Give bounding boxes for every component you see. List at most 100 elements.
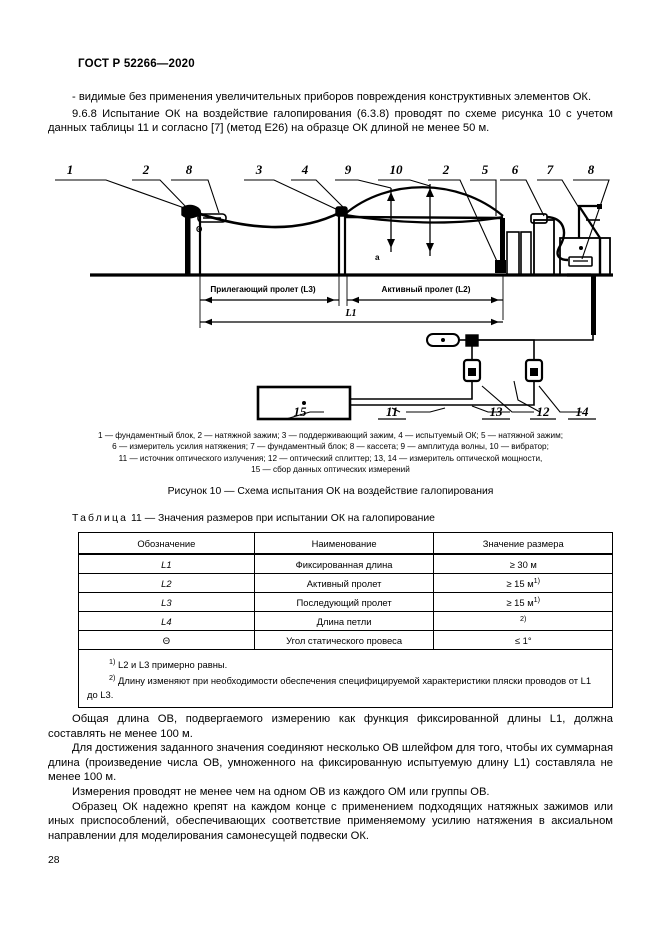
table-title-prefix: Таблица <box>72 513 129 524</box>
callout-numbers-bottom: 15 11 13 12 14 <box>294 404 590 419</box>
cell-name: Активный пролет <box>253 573 435 593</box>
cell-value: ≥ 15 м1) <box>433 592 613 612</box>
table-footnotes-row: 1) L2 и L3 примерно равны. 2) Длину изме… <box>78 649 613 708</box>
span-label-right: Активный пролет (L2) <box>382 285 471 294</box>
cell-name: Угол статического провеса <box>253 630 435 650</box>
callout-number-4: 4 <box>301 162 309 177</box>
equipment-box-b <box>520 231 532 276</box>
legend-line-3: 11 — источник оптического излучения; 12 … <box>118 453 543 463</box>
equipment-box-a <box>506 231 520 276</box>
cell-name: Длина петли <box>253 611 435 631</box>
table-11: Обозначение Наименование Значение размер… <box>78 532 613 708</box>
cell-value: 2) <box>433 611 613 631</box>
legend-line-2: 6 — измеритель усилия натяжения; 7 — фун… <box>112 442 549 452</box>
callout-number-7: 7 <box>547 162 554 177</box>
callout-number-6: 6 <box>512 162 519 177</box>
paragraph-total-fiber-length: Общая длина ОВ, подвергаемого измерению … <box>48 713 613 740</box>
right-tension-clamp <box>530 213 548 224</box>
data-acquisition-dot <box>302 401 306 405</box>
figure-10-diagram: 1 2 8 3 4 9 10 2 5 6 7 8 Θ a <box>48 160 613 425</box>
table-row: Θ Угол статического провеса ≤ 1° <box>78 630 613 650</box>
callout-numbers-top: 1 2 8 3 4 9 10 2 5 6 7 8 <box>67 162 595 177</box>
tension-meter-box <box>533 219 555 276</box>
crane-boom-diagonal <box>578 205 601 239</box>
callout-number-5: 5 <box>482 162 489 177</box>
cell-name: Фиксированная длина <box>253 553 435 574</box>
cell-symbol: L3 <box>78 592 255 612</box>
callout-number-2: 2 <box>142 162 150 177</box>
paragraph-dash-item: - видимые без применения увеличительных … <box>72 91 592 103</box>
callout-number-15: 15 <box>294 404 308 419</box>
span-label-left: Прилегающий пролет (L3) <box>210 285 316 294</box>
callout-number-14: 14 <box>576 404 590 419</box>
cell-symbol: L4 <box>78 611 255 631</box>
cable-wave-chord <box>344 215 504 220</box>
callout-number-8b: 8 <box>588 162 595 177</box>
cell-value: ≥ 15 м1) <box>433 573 613 593</box>
callout-number-1: 1 <box>67 162 74 177</box>
table-row: L1 Фиксированная длина ≥ 30 м <box>78 553 613 574</box>
footnote-2: 2) Длину изменяют при необходимости обес… <box>87 673 592 700</box>
legend-line-4: 15 — сбор данных оптических измерений <box>251 465 410 475</box>
table-title-text: — Значения размеров при испытании ОК на … <box>144 513 435 524</box>
cable-left-span <box>193 210 342 229</box>
table-title-number: 11 <box>131 513 142 524</box>
table-header-name: Наименование <box>253 532 435 555</box>
figure-legend: 1 — фундаментный блок, 2 — натяжной зажи… <box>48 430 613 476</box>
paragraph-measurement-count: Измерения проводят не менее чем на одном… <box>72 785 490 798</box>
figure-caption: Рисунок 10 — Схема испытания ОК на возде… <box>167 486 494 497</box>
dimension-line-L3 <box>199 275 340 306</box>
footnote-1: 1) L2 и L3 примерно равны. <box>109 657 228 671</box>
cell-symbol: Θ <box>78 630 255 650</box>
amplitude-marker-2 <box>426 184 434 256</box>
closing-paragraph-block: Общая длина ОВ, подвергаемого измерению … <box>48 712 613 843</box>
standard-header: ГОСТ Р 52266—2020 <box>78 58 195 70</box>
optical-splitter <box>465 334 479 347</box>
callout-leaders-bottom-extra <box>391 380 541 413</box>
callout-leaders-bottom <box>285 385 582 420</box>
power-meter-14-display <box>530 368 538 376</box>
cell-symbol: L2 <box>78 573 255 593</box>
paragraph-9-6-8: 9.6.8 Испытание ОК на воздействие галопи… <box>48 107 613 135</box>
table-footnotes: 1) L2 и L3 примерно равны. 2) Длину изме… <box>78 649 613 708</box>
instrument-wiring <box>350 335 594 406</box>
left-mast <box>185 207 191 275</box>
amplitude-marker-1 <box>387 188 395 252</box>
vibrator-rod <box>500 218 505 273</box>
table-row: L3 Последующий пролет ≥ 15 м1) <box>78 592 613 612</box>
dimension-label-L1: L1 <box>344 308 356 319</box>
riser-line <box>591 275 596 335</box>
cell-symbol: L1 <box>78 553 255 574</box>
vibrator-body <box>495 260 506 273</box>
optical-source-dot <box>441 338 445 342</box>
paragraph-loop-connection: Для достижения заданного значения соедин… <box>48 742 613 784</box>
callout-number-2b: 2 <box>442 162 450 177</box>
table-row: L4 Длина петли 2) <box>78 611 613 631</box>
legend-line-1: 1 — фундаментный блок, 2 — натяжной зажи… <box>98 431 563 440</box>
dimension-line-L2 <box>346 275 504 320</box>
callout-number-9: 9 <box>345 162 352 177</box>
amplitude-label-a: a <box>375 253 380 262</box>
right-cassette <box>568 256 593 267</box>
table-header-value: Значение размера <box>433 532 613 555</box>
left-cassette <box>197 213 227 223</box>
dimension-line-L1 <box>199 306 503 328</box>
callout-number-12: 12 <box>537 404 551 419</box>
callout-number-10: 10 <box>390 162 404 177</box>
cable-wave-upper <box>344 186 504 217</box>
table-row: L2 Активный пролет ≥ 15 м1) <box>78 573 613 593</box>
callout-number-11: 11 <box>386 404 398 419</box>
callout-number-8a: 8 <box>186 162 193 177</box>
paragraph-sample-fixing: Образец ОК надежно крепят на каждом конц… <box>48 800 613 842</box>
power-meter-13-display <box>468 368 476 376</box>
table-header-row: Обозначение Наименование Значение размер… <box>78 532 613 555</box>
table-header-designation: Обозначение <box>78 532 255 555</box>
callout-number-3: 3 <box>255 162 263 177</box>
angle-theta-left: Θ <box>196 225 203 234</box>
page-number: 28 <box>48 855 60 866</box>
cell-value: ≥ 30 м <box>433 553 613 574</box>
table-title: Таблица 11 — Значения размеров при испыт… <box>72 513 435 524</box>
right-block-dot <box>579 246 583 250</box>
callout-number-13: 13 <box>490 404 504 419</box>
